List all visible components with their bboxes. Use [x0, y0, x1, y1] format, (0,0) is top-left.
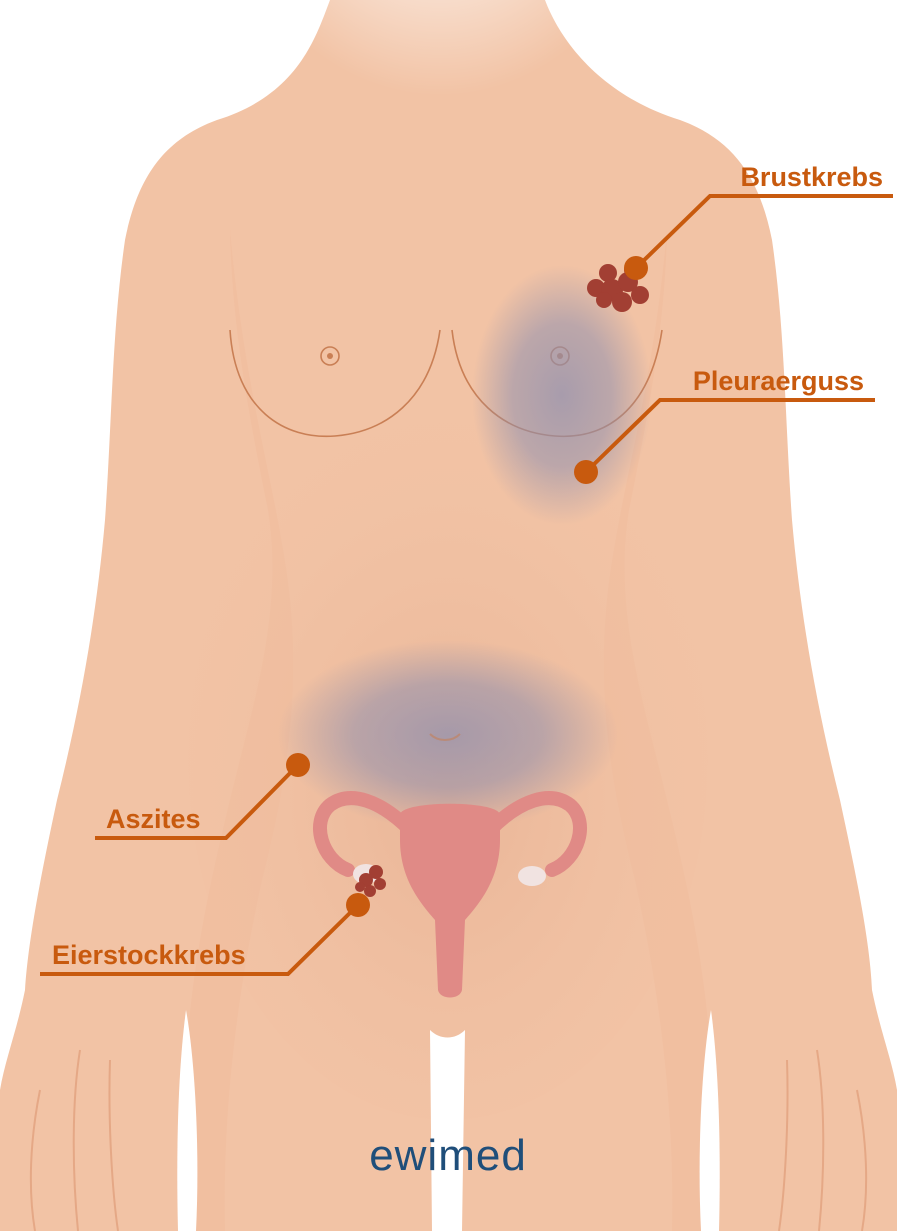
- label-aszites: Aszites: [106, 804, 201, 834]
- label-eierstockkrebs: Eierstockkrebs: [52, 940, 246, 970]
- left-nipple-center: [327, 353, 333, 359]
- logo-ewimed: ewimed: [369, 1131, 527, 1180]
- label-brustkrebs: Brustkrebs: [740, 162, 883, 192]
- marker-dot-brustkrebs: [624, 256, 648, 280]
- ovary-right: [518, 866, 546, 886]
- marker-dot-eierstockkrebs: [346, 893, 370, 917]
- marker-dot-pleuraerguss: [574, 460, 598, 484]
- label-pleuraerguss: Pleuraerguss: [693, 366, 864, 396]
- marker-dot-aszites: [286, 753, 310, 777]
